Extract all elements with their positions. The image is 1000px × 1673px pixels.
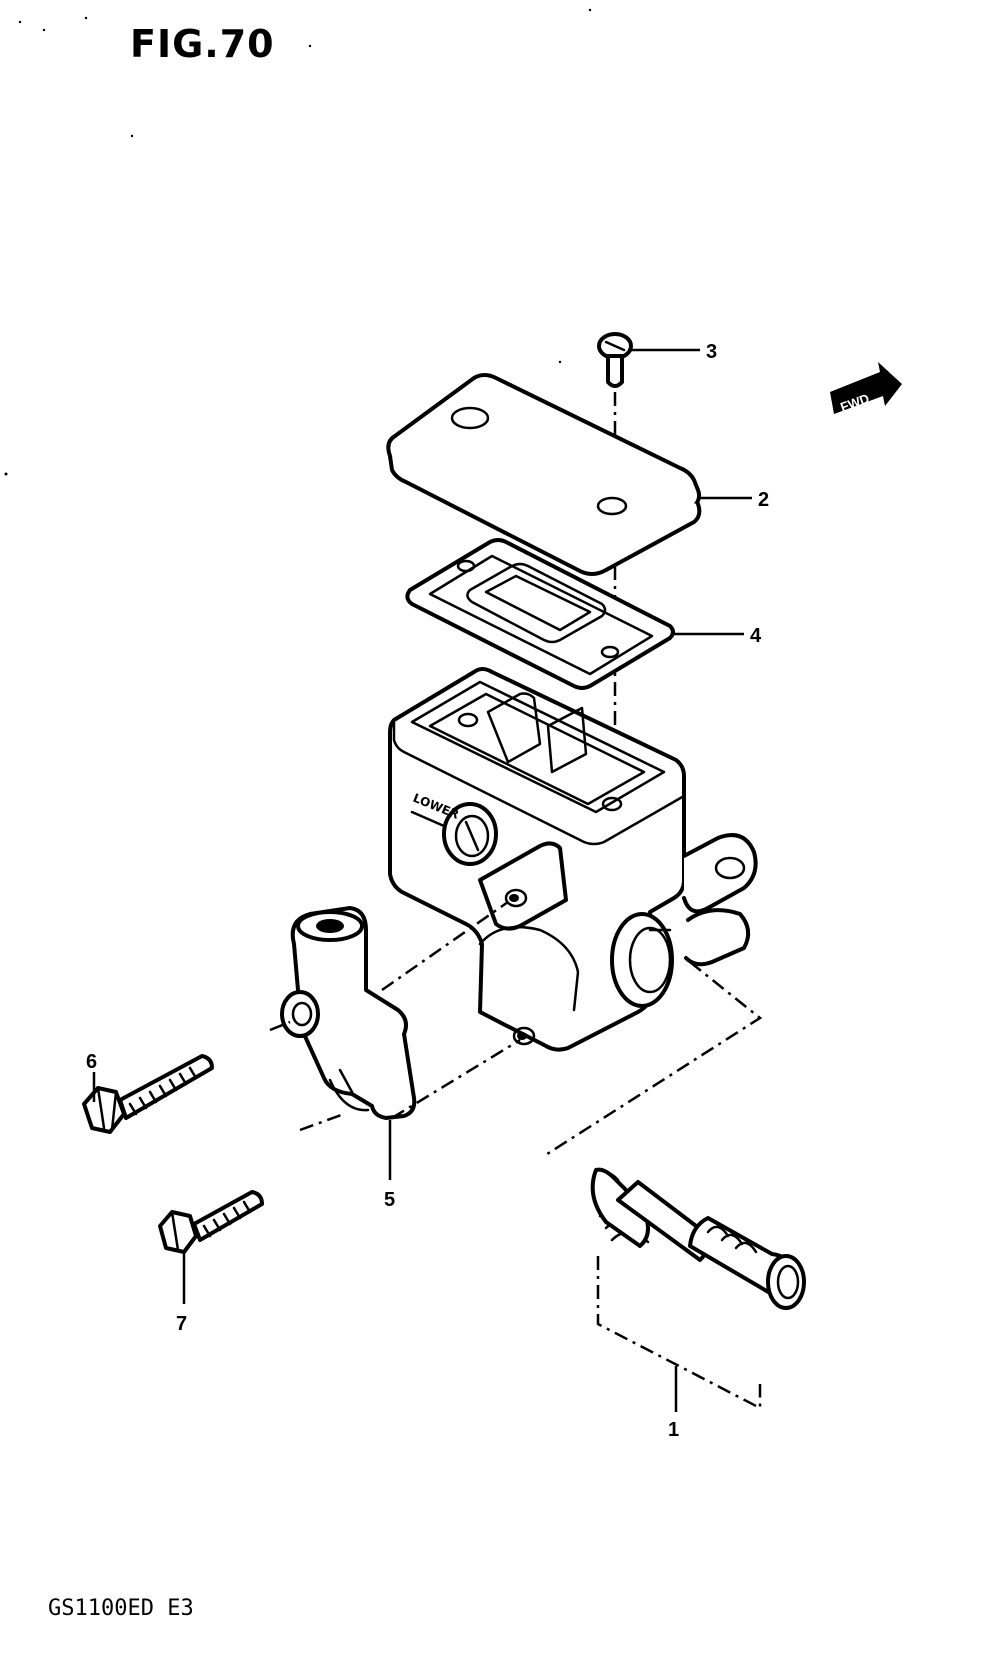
diaphragm-gasket	[405, 538, 675, 690]
assembly-bracket	[596, 1256, 762, 1411]
reservoir-cap	[386, 373, 702, 576]
callout-2: 2	[758, 489, 769, 511]
bolt6-axis	[269, 1020, 291, 1032]
short-bolt	[158, 1190, 264, 1254]
piston-spring-assembly	[590, 1167, 806, 1310]
bolt7-axis	[299, 1112, 345, 1132]
callout-3: 3	[706, 341, 717, 363]
cap-screw	[597, 332, 633, 388]
handlebar-clamp	[280, 906, 417, 1120]
callout-5: 5	[384, 1189, 395, 1211]
master-cylinder-body: LOWER	[388, 667, 758, 1052]
piston-axis-line	[543, 961, 763, 1158]
model-code-label: GS1100ED E3	[48, 1596, 194, 1621]
callout-7: 7	[176, 1313, 187, 1335]
scan-specks	[4, 8, 592, 476]
callout-4: 4	[750, 625, 762, 647]
figure-title: FIG.70	[130, 22, 275, 66]
fwd-arrow-icon: FWD	[830, 362, 902, 415]
lower-bolt-axis	[391, 1038, 521, 1120]
long-bolt	[82, 1054, 214, 1134]
callout-6: 6	[86, 1051, 97, 1073]
upper-bolt-axis	[381, 900, 509, 992]
callout-1: 1	[668, 1419, 679, 1441]
